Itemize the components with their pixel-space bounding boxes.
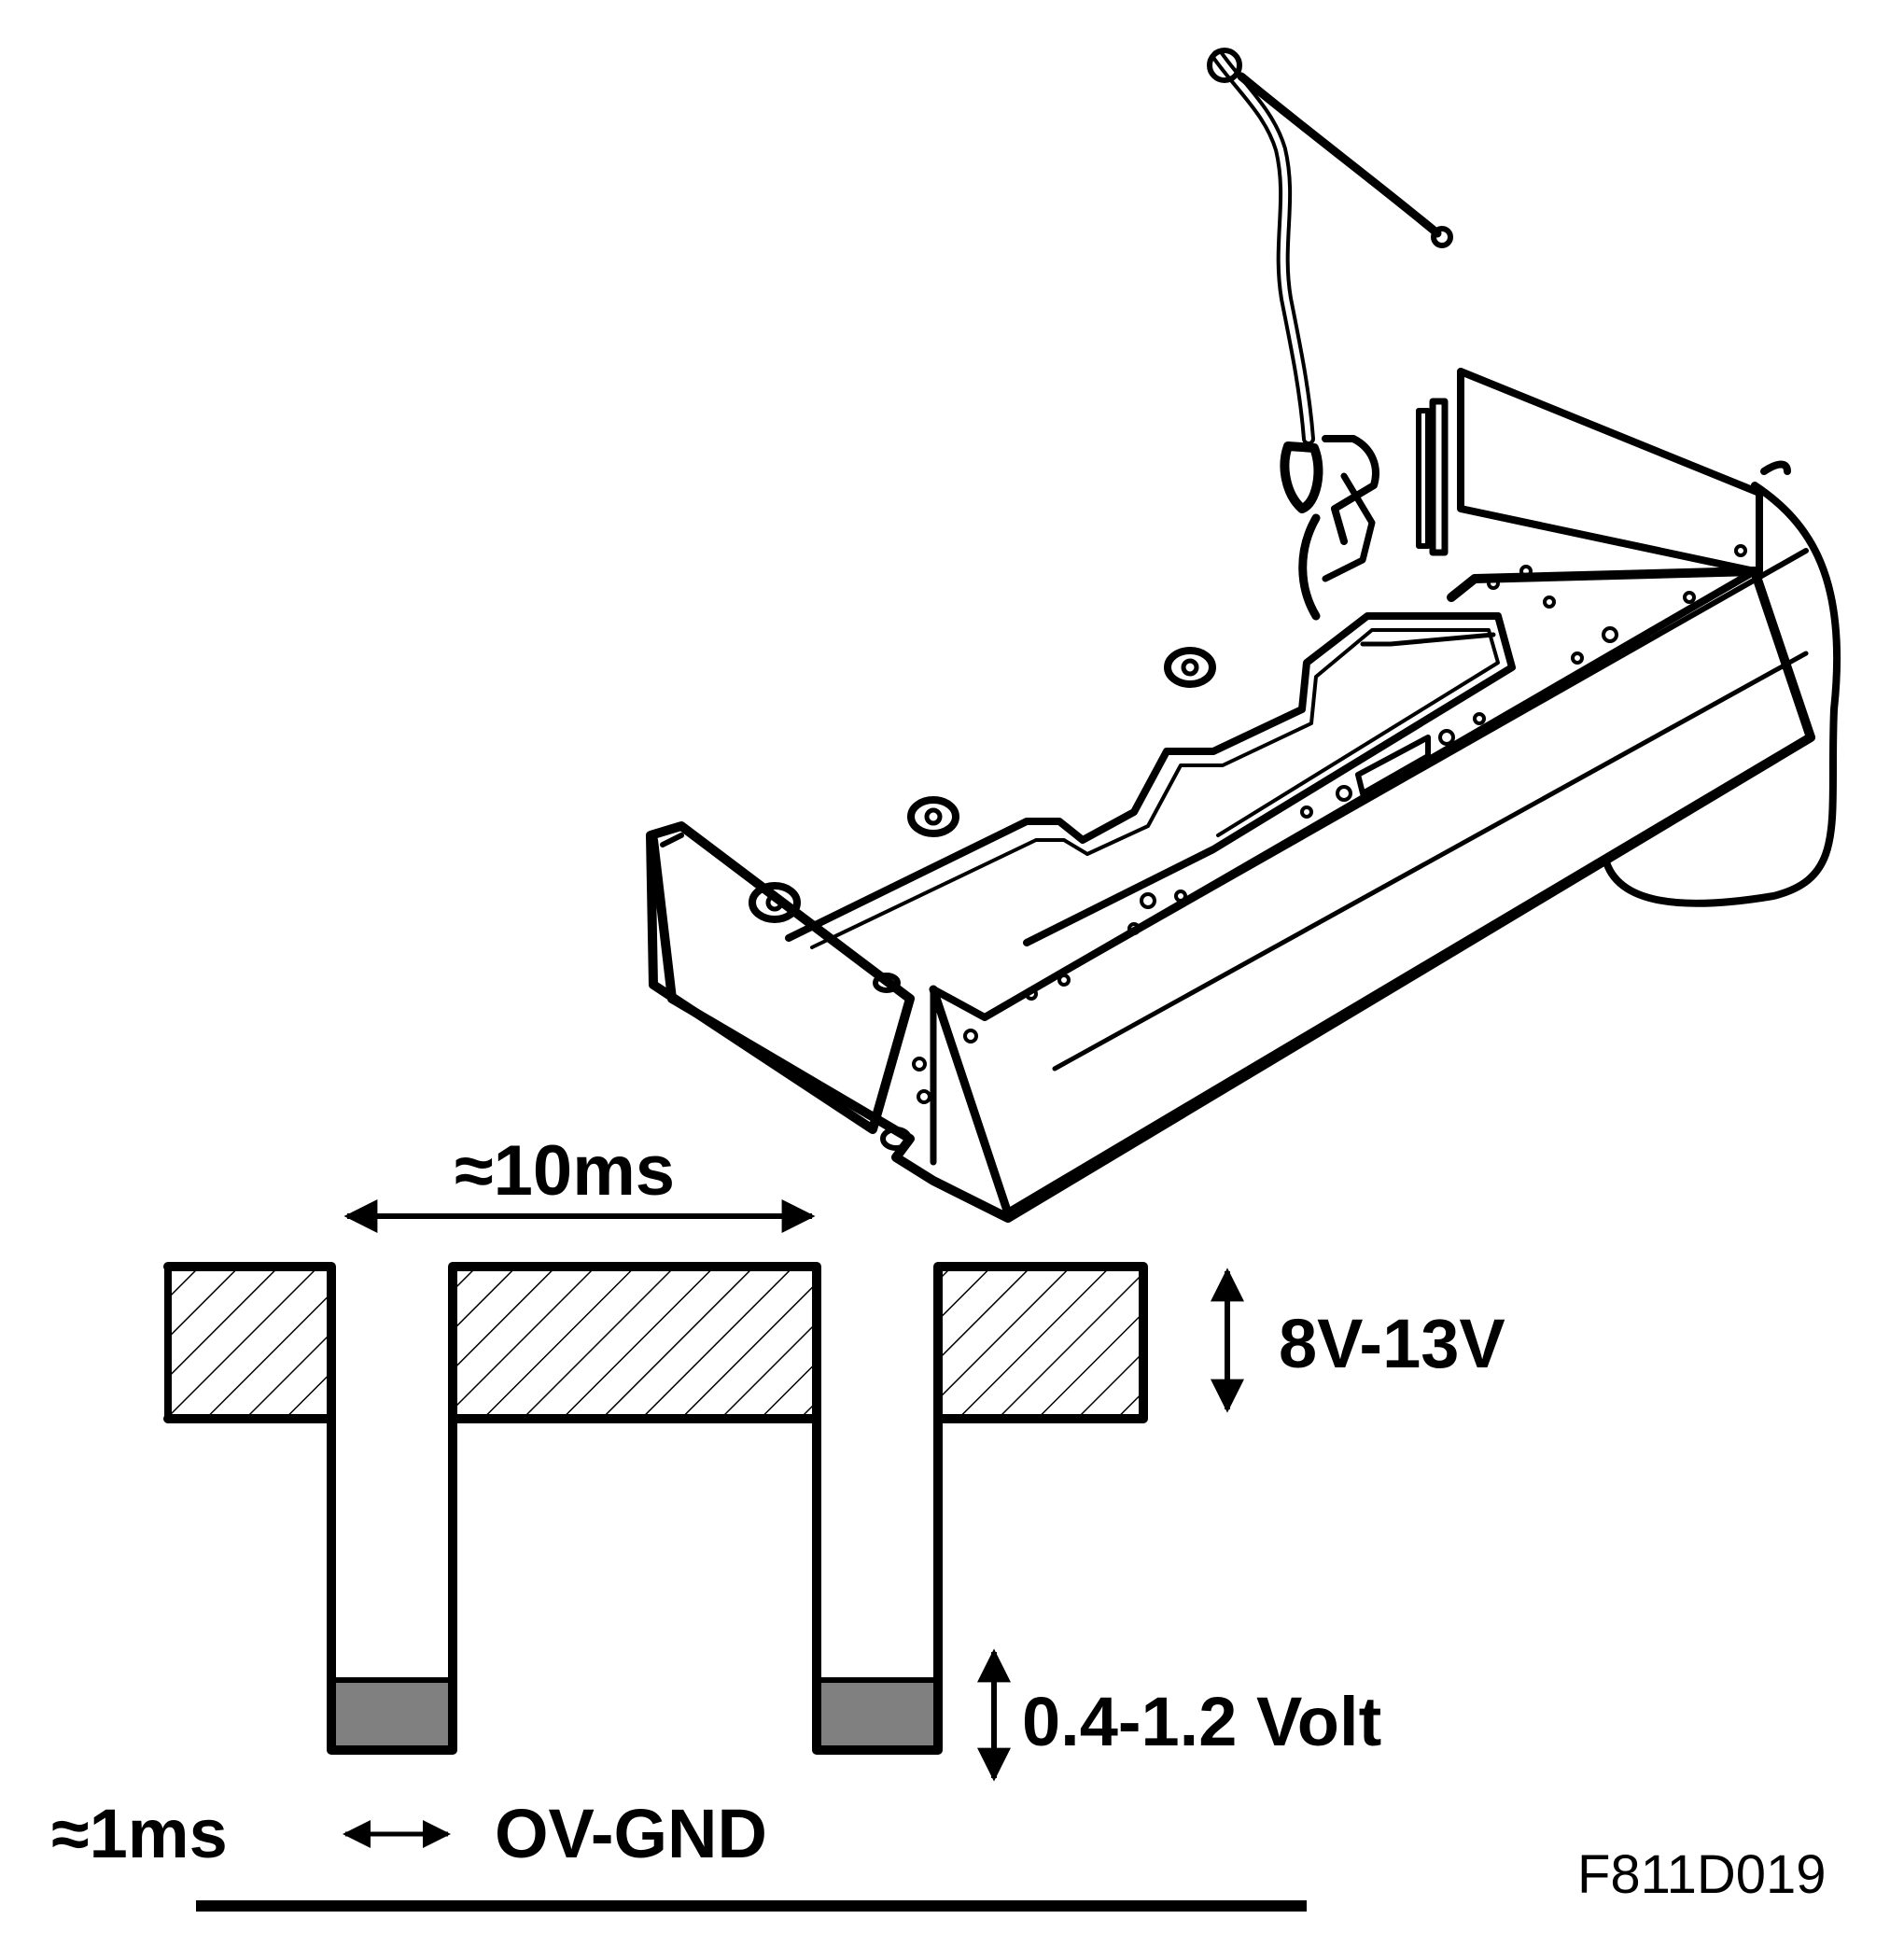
figure-code: F811D019: [1577, 1844, 1827, 1905]
high-band-2: [453, 1267, 817, 1419]
low-voltage-label: 0.4-1.2 Volt: [1022, 1683, 1381, 1760]
mounting-bosses: [749, 647, 1216, 1151]
high-band-3: [938, 1267, 1143, 1419]
low-band-1: [336, 1680, 448, 1747]
back-plate: [1457, 368, 1763, 575]
waveform: [163, 1199, 1307, 1912]
ground-label: OV-GND: [495, 1795, 767, 1872]
high-voltage-label: 8V-13V: [1279, 1305, 1505, 1382]
right-loop: [1602, 482, 1841, 907]
side-holes: [912, 544, 1747, 1104]
front-plate: [646, 821, 915, 1134]
component-illustration: [646, 48, 1841, 1223]
connector-bracket: [1280, 435, 1379, 621]
high-band-1: [168, 1267, 331, 1419]
low-band-2: [821, 1680, 933, 1747]
pulse-width-label: ≈1ms: [51, 1795, 228, 1872]
top-channel: [785, 612, 1516, 949]
cable: [1207, 48, 1453, 445]
period-label: ≈10ms: [455, 1131, 675, 1211]
base-tray: [649, 548, 1815, 1223]
